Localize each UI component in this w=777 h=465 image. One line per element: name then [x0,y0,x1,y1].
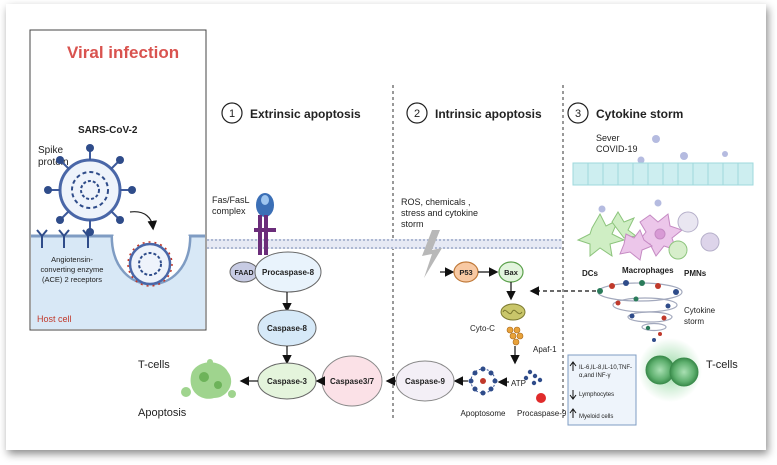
lightning-icon [422,230,442,278]
section-header-extrinsic: 1 Extrinsic apoptosis [221,102,361,124]
cytokine-storm-label-line2: storm [684,317,704,326]
svg-text:Caspase-9: Caspase-9 [405,377,446,386]
protein-label: protein [38,157,69,168]
svg-text:FAAD: FAAD [234,270,253,277]
ace2-label-line2: converting enzyme [41,265,104,274]
ace2-label-line3: (ACE) 2 receptors [42,275,102,284]
fas-label-line1: Fas/FasL [212,195,250,205]
section-header-cytokine: 3 Cytokine storm [567,102,683,124]
svg-text:Bax: Bax [504,268,519,277]
intrinsic-pathway: ROS, chemicals , stress and cytokine sto… [385,197,567,418]
ros-label-line3: storm [401,219,424,229]
viral-infection-title: Viral infection [67,43,179,62]
spike-label: Spike [38,145,63,156]
apaf-1-label: Apaf-1 [533,345,557,354]
ros-label-line1: ROS, chemicals , [401,197,471,207]
cytokine-legend-box: IL-6,IL-8,IL-10,TNF- α,and INF-γ Lymphoc… [567,354,637,426]
t-cells-label-right: T-cells [706,359,738,371]
extrinsic-apoptosis-title: Extrinsic apoptosis [250,107,361,121]
procaspase-9-label: Procaspase-9 [517,409,567,418]
epithelium-icon [572,162,754,186]
svg-text:Myeloid cells: Myeloid cells [579,414,613,420]
svg-text:Caspase-8: Caspase-8 [267,324,308,333]
svg-text:P53: P53 [459,268,472,277]
host-cell-label: Host cell [37,314,72,324]
procaspase-9-icon [536,393,546,403]
sars-cov-2-label: SARS-CoV-2 [78,125,138,136]
svg-text:1: 1 [229,108,235,120]
macrophages-label: Macrophages [622,266,674,275]
cytokine-storm-label-line1: Cytokine [684,306,716,315]
ace2-receptor-icon [36,229,94,248]
dcs-label: DCs [582,269,599,278]
pmns-icon [668,211,720,260]
viral-infection-panel: Viral infection SARS-CoV-2 Spike protein [29,29,207,331]
svg-text:2: 2 [414,108,420,120]
pmns-label: PMNs [684,269,707,278]
svg-text:Lymphocytes: Lymphocytes [579,392,614,398]
atp-label: ATP [511,379,526,388]
cytokine-storm-tornado-icon [597,280,683,342]
ros-label-line2: stress and cytokine [401,208,478,218]
sever-label: Sever [596,133,620,143]
apaf-1-icon [523,369,543,386]
internalized-virus-icon [127,241,173,287]
cytokine-storm-section: Sever COVID-19 [529,133,754,426]
section-header-intrinsic: 2 Intrinsic apoptosis [406,102,542,124]
svg-text:Caspase3/7: Caspase3/7 [330,377,375,386]
cytochrome-c-icon [506,326,524,346]
ace2-label-line1: Angiotensin- [51,255,93,264]
svg-text:IL-6,IL-8,IL-10,TNF-: IL-6,IL-8,IL-10,TNF- [579,365,632,371]
covid-19-label: COVID-19 [596,144,638,154]
cytokine-storm-title: Cytokine storm [596,107,683,121]
t-cells-icon [638,338,702,402]
cyto-c-label: Cyto-C [470,324,495,333]
fas-label-line2: complex [212,206,246,216]
apoptosis-label: Apoptosis [138,407,187,419]
svg-text:3: 3 [575,108,581,120]
extrinsic-pathway: Fas/FasL complex FAAD Procaspase-8 Caspa… [138,193,383,419]
apoptosome-icon [468,366,498,396]
t-cells-label-left: T-cells [138,359,170,371]
procaspase-8-node [254,251,322,293]
mitochondrion-icon [500,303,526,321]
apoptosome-label: Apoptosome [461,409,506,418]
virus-spots-icon [598,135,728,213]
svg-text:Procaspase-8: Procaspase-8 [262,268,315,277]
apoptotic-cell-icon [181,359,236,399]
fas-receptor-icon [254,193,276,255]
intrinsic-apoptosis-title: Intrinsic apoptosis [435,107,542,121]
svg-text:Caspase-3: Caspase-3 [267,377,308,386]
svg-text:α,and INF-γ: α,and INF-γ [579,373,610,379]
virus-particle-icon [44,144,136,236]
cell-membrane [207,239,562,249]
